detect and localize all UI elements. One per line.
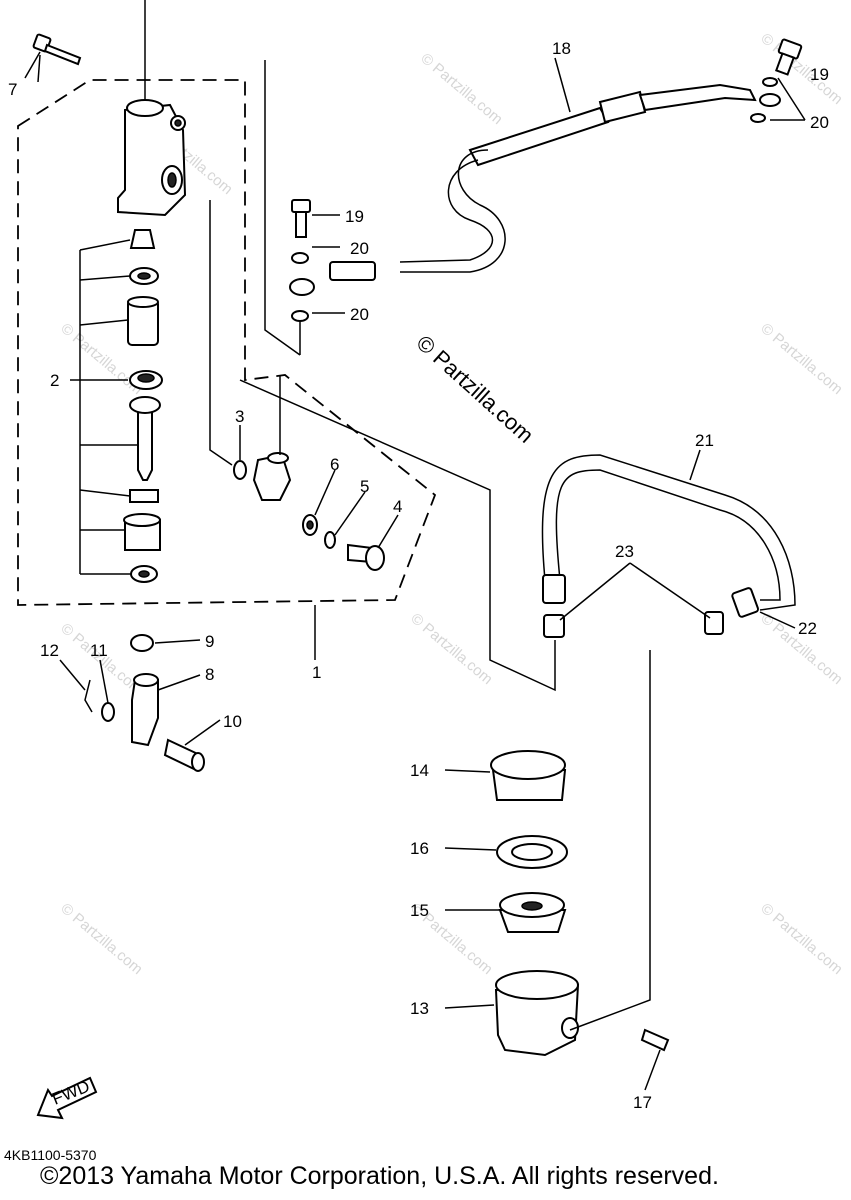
banjo-bolts — [264, 38, 803, 356]
label-20a: 20 — [350, 239, 369, 258]
union-bolt-group — [209, 200, 385, 571]
label-15: 15 — [410, 901, 429, 920]
assembly-boundary — [17, 79, 437, 606]
label-3: 3 — [235, 407, 244, 426]
reservoir-hose-21 — [541, 454, 796, 638]
label-1: 1 — [312, 663, 321, 682]
label-12: 12 — [40, 641, 59, 660]
watermark: © Partzilla.com — [417, 50, 505, 128]
label-18: 18 — [552, 39, 571, 58]
label-5: 5 — [360, 477, 369, 496]
copyright-notice: ©2013 Yamaha Motor Corporation, U.S.A. A… — [40, 1162, 719, 1190]
label-6: 6 — [330, 455, 339, 474]
label-21: 21 — [695, 431, 714, 450]
clevis-group — [84, 634, 205, 772]
label-14: 14 — [410, 761, 429, 780]
label-10: 10 — [223, 712, 242, 731]
watermark: © Partzilla.com — [757, 320, 845, 398]
label-9: 9 — [205, 632, 214, 651]
label-19b: 19 — [810, 65, 829, 84]
label-13: 13 — [410, 999, 429, 1018]
label-2: 2 — [50, 371, 59, 390]
label-leaders — [37, 54, 806, 1091]
watermark: © Partzilla.com — [757, 900, 845, 978]
diagram-code: 4KB1100-5370 — [4, 1147, 97, 1163]
part-labels: 7 2 3 6 5 4 1 9 8 10 12 11 18 19 20 20 1… — [8, 39, 829, 1112]
label-23: 23 — [615, 542, 634, 561]
label-11: 11 — [90, 641, 108, 660]
fwd-arrow-icon: FWD — [36, 1077, 98, 1120]
master-cylinder — [117, 0, 187, 217]
brake-hose-18 — [289, 83, 781, 296]
label-4: 4 — [393, 497, 402, 516]
piston-kit — [123, 229, 163, 583]
label-20c: 20 — [810, 113, 829, 132]
watermark: © Partzilla.com — [57, 900, 145, 978]
reservoir — [239, 379, 670, 1057]
bolt-part-7 — [24, 33, 82, 79]
watermark-center: © Partzilla.com — [412, 330, 539, 448]
watermark: © Partzilla.com — [407, 610, 495, 688]
label-8: 8 — [205, 665, 214, 684]
bracket-lines — [70, 239, 138, 575]
label-19a: 19 — [345, 207, 364, 226]
label-16: 16 — [410, 839, 429, 858]
label-17: 17 — [633, 1093, 652, 1112]
label-7: 7 — [8, 80, 17, 99]
label-22: 22 — [798, 619, 817, 638]
label-20b: 20 — [350, 305, 369, 324]
parts-diagram: © Partzilla.com © Partzilla.com © Partzi… — [8, 0, 846, 1120]
